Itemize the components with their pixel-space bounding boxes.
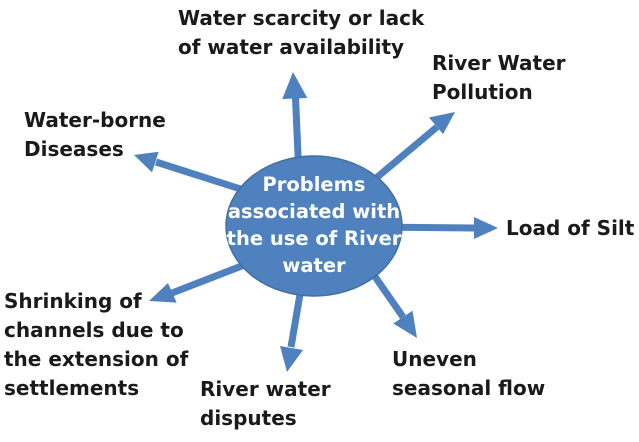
label-load-of-silt: Load of Silt bbox=[506, 214, 634, 243]
label-line: the extension of bbox=[4, 347, 189, 371]
central-ellipse bbox=[225, 155, 403, 297]
label-line: settlements bbox=[4, 376, 140, 400]
label-line: channels due to bbox=[4, 318, 184, 342]
label-line: Water scarcity or lack bbox=[178, 6, 425, 30]
label-water-scarcity: Water scarcity or lack of water availabi… bbox=[178, 4, 424, 62]
label-line: River water bbox=[200, 377, 331, 401]
label-line: Diseases bbox=[24, 137, 124, 161]
label-waterborne-diseases: Water-borne Diseases bbox=[24, 106, 166, 164]
label-line: disputes bbox=[200, 406, 297, 430]
label-line: of water availability bbox=[178, 35, 405, 59]
central-topic-line: the use of River bbox=[226, 227, 402, 250]
label-river-disputes: River water disputes bbox=[200, 375, 331, 433]
central-topic-line: Problems bbox=[262, 173, 366, 196]
central-topic-line: associated with bbox=[227, 200, 401, 223]
central-topic: Problems associated with the use of Rive… bbox=[214, 171, 414, 279]
label-shrinking-channels: Shrinking of channels due to the extensi… bbox=[4, 287, 188, 403]
label-uneven-flow: Uneven seasonal flow bbox=[392, 345, 545, 403]
label-line: River Water bbox=[432, 51, 566, 75]
label-line: Uneven bbox=[392, 347, 477, 371]
label-river-pollution: River Water Pollution bbox=[432, 49, 566, 107]
label-line: Shrinking of bbox=[4, 289, 142, 313]
label-line: Pollution bbox=[432, 80, 533, 104]
label-line: Load of Silt bbox=[506, 216, 635, 240]
label-line: Water-borne bbox=[24, 108, 166, 132]
label-line: seasonal flow bbox=[392, 376, 546, 400]
central-topic-line: water bbox=[282, 254, 346, 277]
